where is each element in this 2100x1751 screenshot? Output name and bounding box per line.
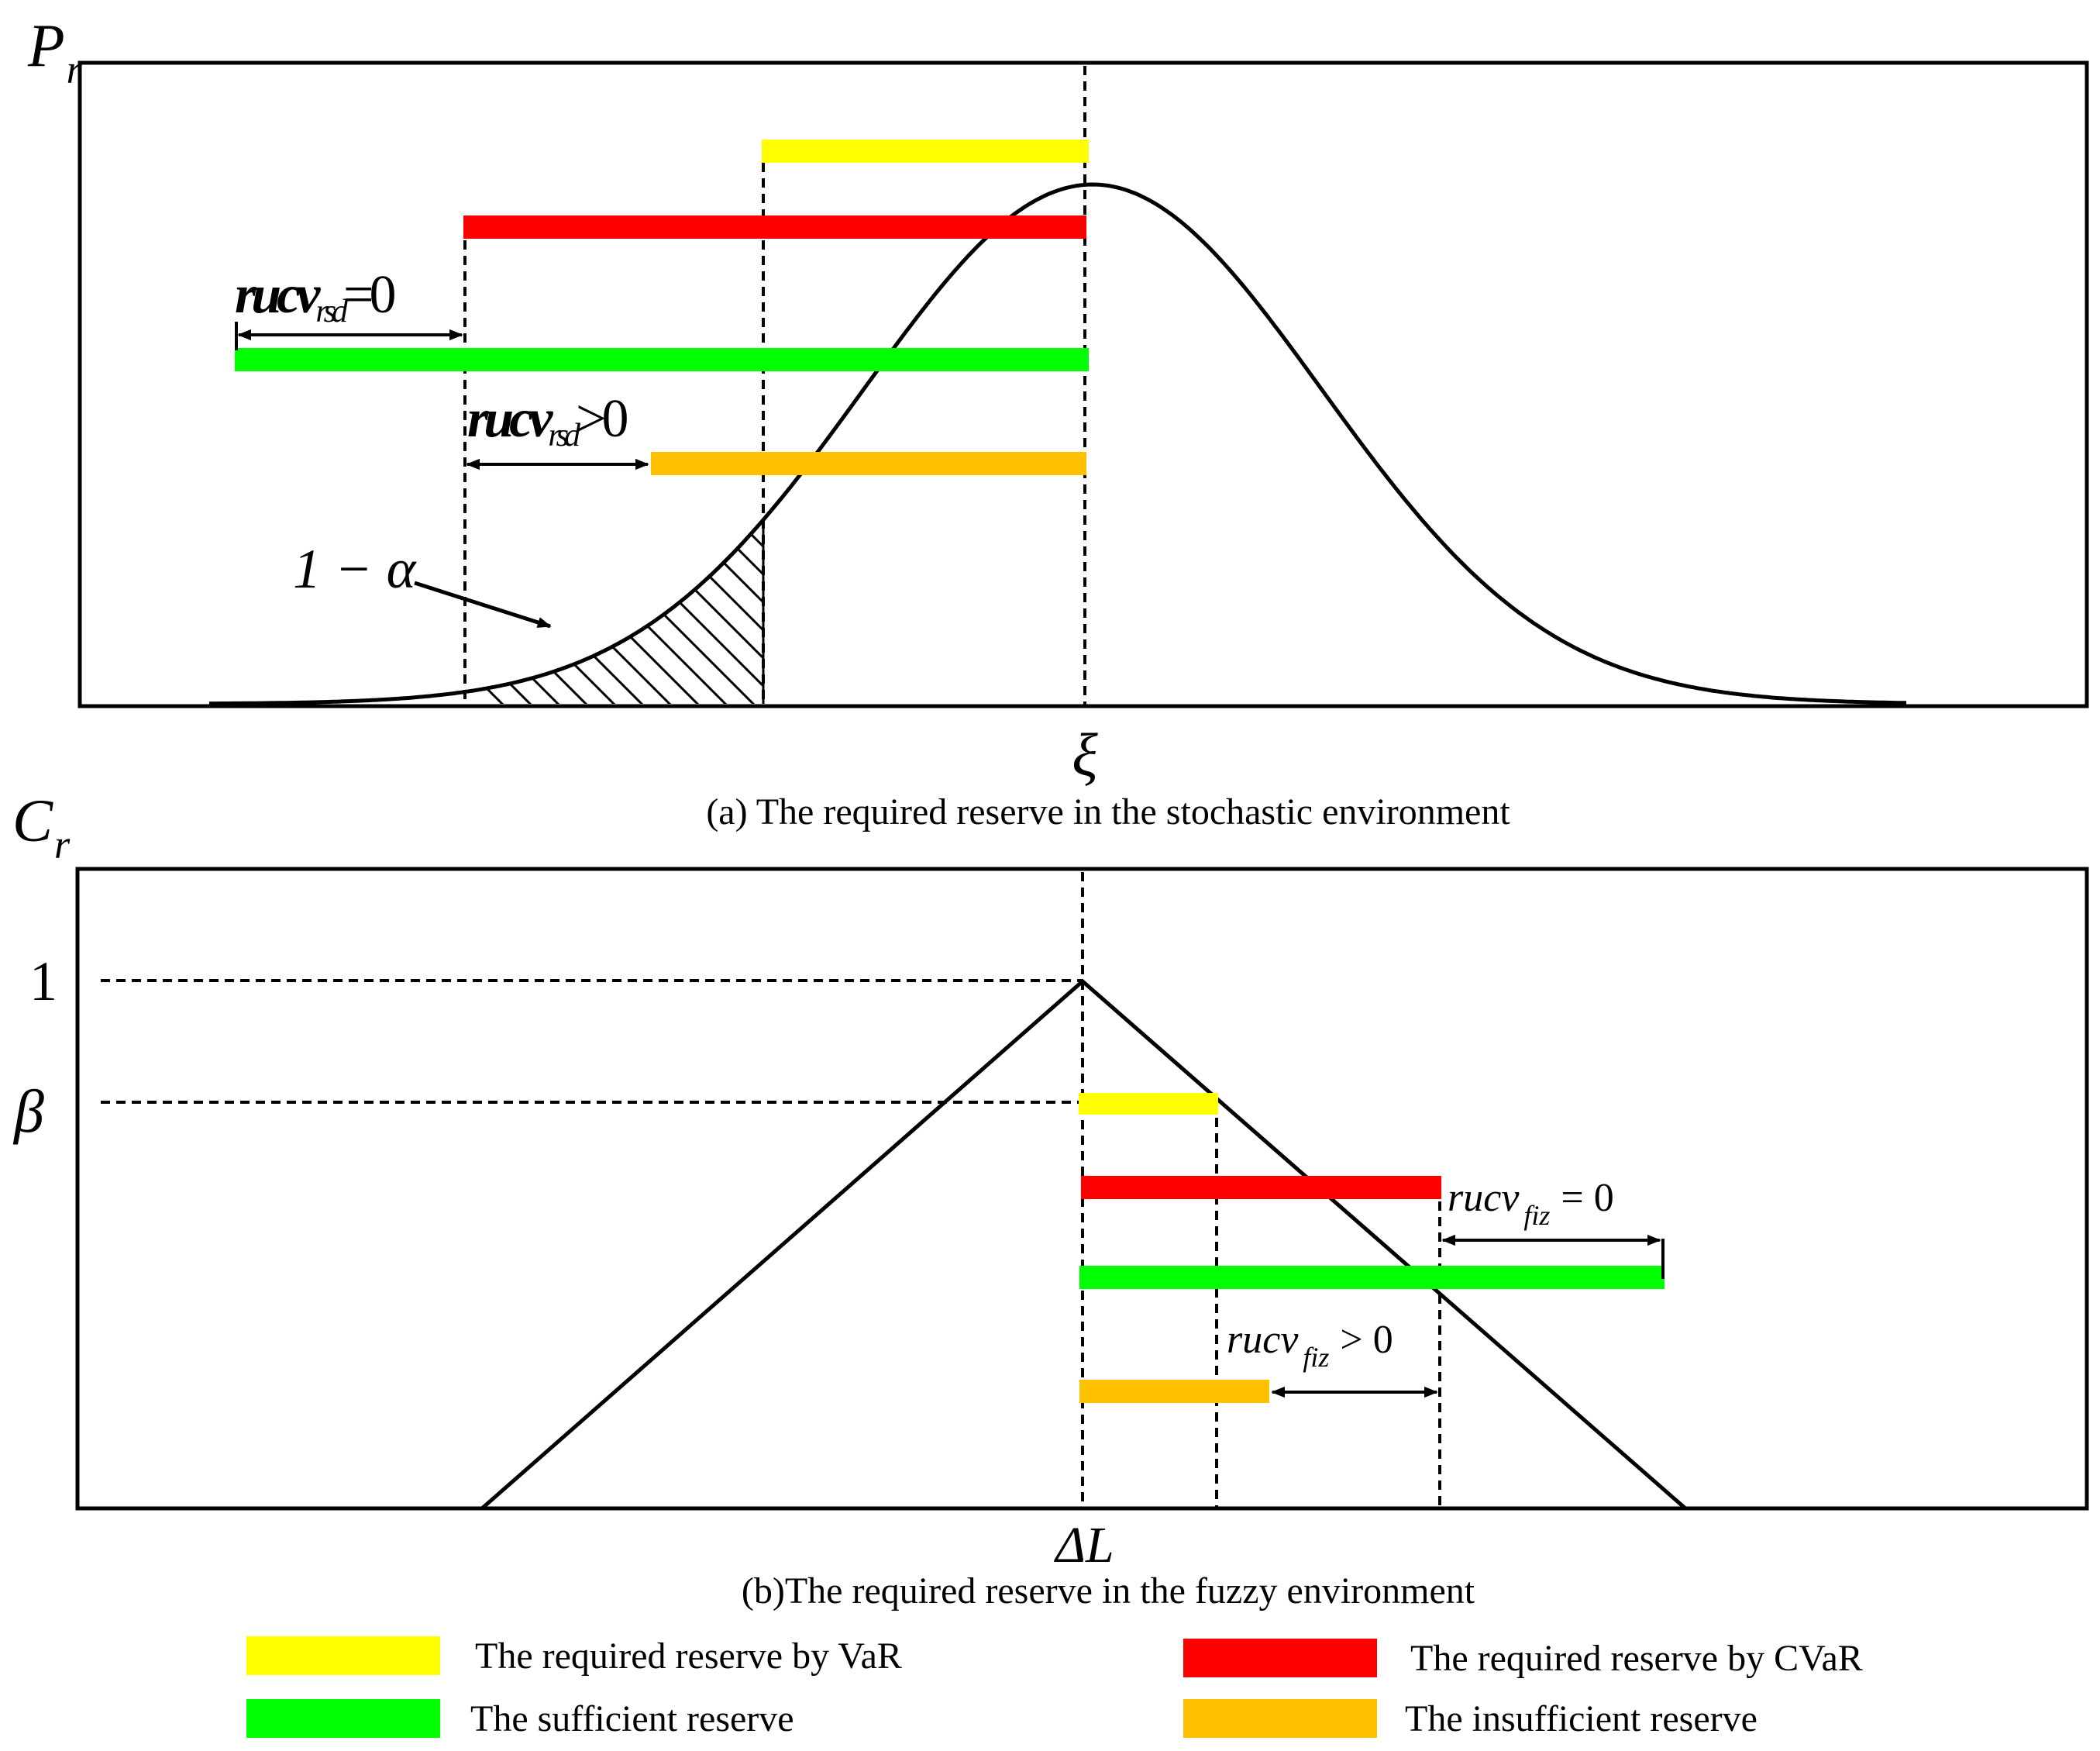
y-tick-beta: β [12,1077,44,1145]
insufficient-fuzzy-reserve-bar [1079,1380,1269,1403]
var-fuzzy-reserve-bar [1079,1093,1218,1115]
panel-a-caption: (a) The required reserve in the stochast… [706,791,1510,832]
sufficient-reserve-bar [235,348,1089,371]
legend-label-cvar: The required reserve by CVaR [1410,1638,1863,1679]
panel-b-y-label: Cr [12,787,71,867]
tail-probability-label: 1 − α [293,538,417,600]
hatch-line [761,519,763,704]
legend-swatch-var [246,1636,440,1675]
legend-swatch-sufficient [246,1699,440,1738]
tail-pointer-arrow [414,581,552,629]
legend-label-insufficient: The insufficient reserve [1405,1698,1757,1739]
y-tick-one: 1 [29,950,57,1012]
panel-a: Pr ξ (a) The required reserve in the sto… [27,12,2089,832]
var-reserve-bar [762,140,1089,163]
legend-swatch-cvar [1183,1639,1377,1677]
hatch-line [818,434,1097,713]
hatch-line [790,434,1069,713]
legend-swatch-insufficient [1183,1699,1377,1738]
rucv-rsd-positive-label: rucvrsd>0 [467,389,627,453]
sufficient-fuzzy-reserve-bar [1079,1266,1665,1289]
hatch-line [733,519,763,704]
hatch-line [594,519,763,704]
panel-b: Cr 1 β ΔL (b)The required reserve in the… [12,787,2089,1611]
delta-l-axis-label: ΔL [1053,1517,1114,1573]
cvar-reserve-bar [463,215,1086,239]
legend: The required reserve by VaR The required… [246,1636,1863,1739]
insufficient-reserve-bar [651,452,1086,475]
legend-label-sufficient: The sufficient reserve [470,1698,794,1739]
xi-axis-label: ξ [1072,721,1098,788]
hatch-line [398,519,680,704]
cvar-fuzzy-reserve-bar [1081,1176,1441,1199]
rucv-rsd-zero-label: rucvrsd=0 [235,265,394,329]
probability-density-curve [209,182,1907,706]
hatch-line [426,519,708,704]
hatch-line [454,519,736,704]
hatch-line [482,519,763,704]
legend-label-var: The required reserve by VaR [475,1636,902,1677]
panel-a-y-label: Pr [27,12,83,92]
panel-b-caption: (b)The required reserve in the fuzzy env… [742,1570,1475,1611]
